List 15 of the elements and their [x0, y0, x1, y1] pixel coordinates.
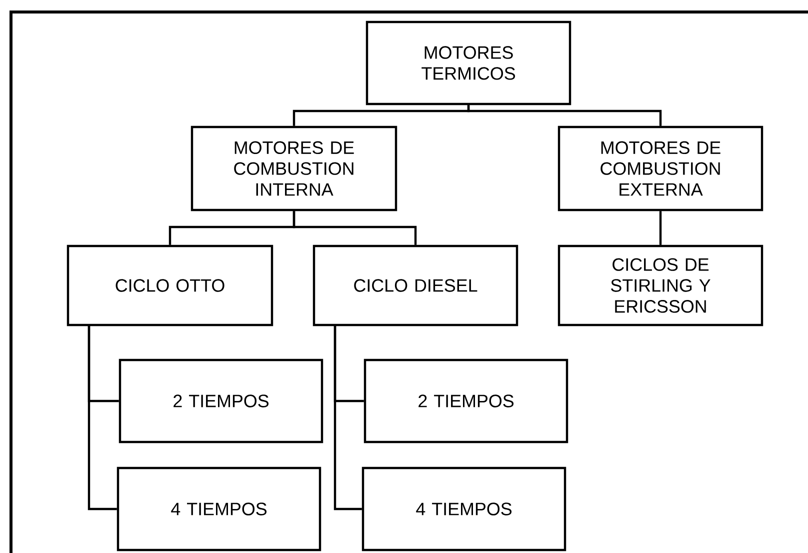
category-box: CICLOS DE STIRLING Y ERICSSON	[558, 244, 764, 326]
category-box: 2 TIEMPOS	[118, 358, 324, 444]
category-box: 4 TIEMPOS	[362, 466, 566, 552]
category-box: MOTORES DE COMBUSTION EXTERNA	[558, 126, 764, 212]
connector-line	[88, 325, 117, 510]
category-box: CICLO OTTO	[66, 244, 274, 326]
category-box: MOTORES DE COMBUSTION INTERNA	[190, 126, 398, 212]
connector-line	[467, 105, 662, 126]
category-box: 4 TIEMPOS	[116, 466, 322, 552]
category-box: CICLO DIESEL	[312, 244, 518, 326]
connector-line	[292, 211, 417, 245]
category-box: MOTORES TERMICOS	[366, 20, 572, 106]
connector-line	[659, 211, 662, 245]
category-box: 2 TIEMPOS	[364, 358, 568, 444]
connector-line	[334, 325, 362, 510]
